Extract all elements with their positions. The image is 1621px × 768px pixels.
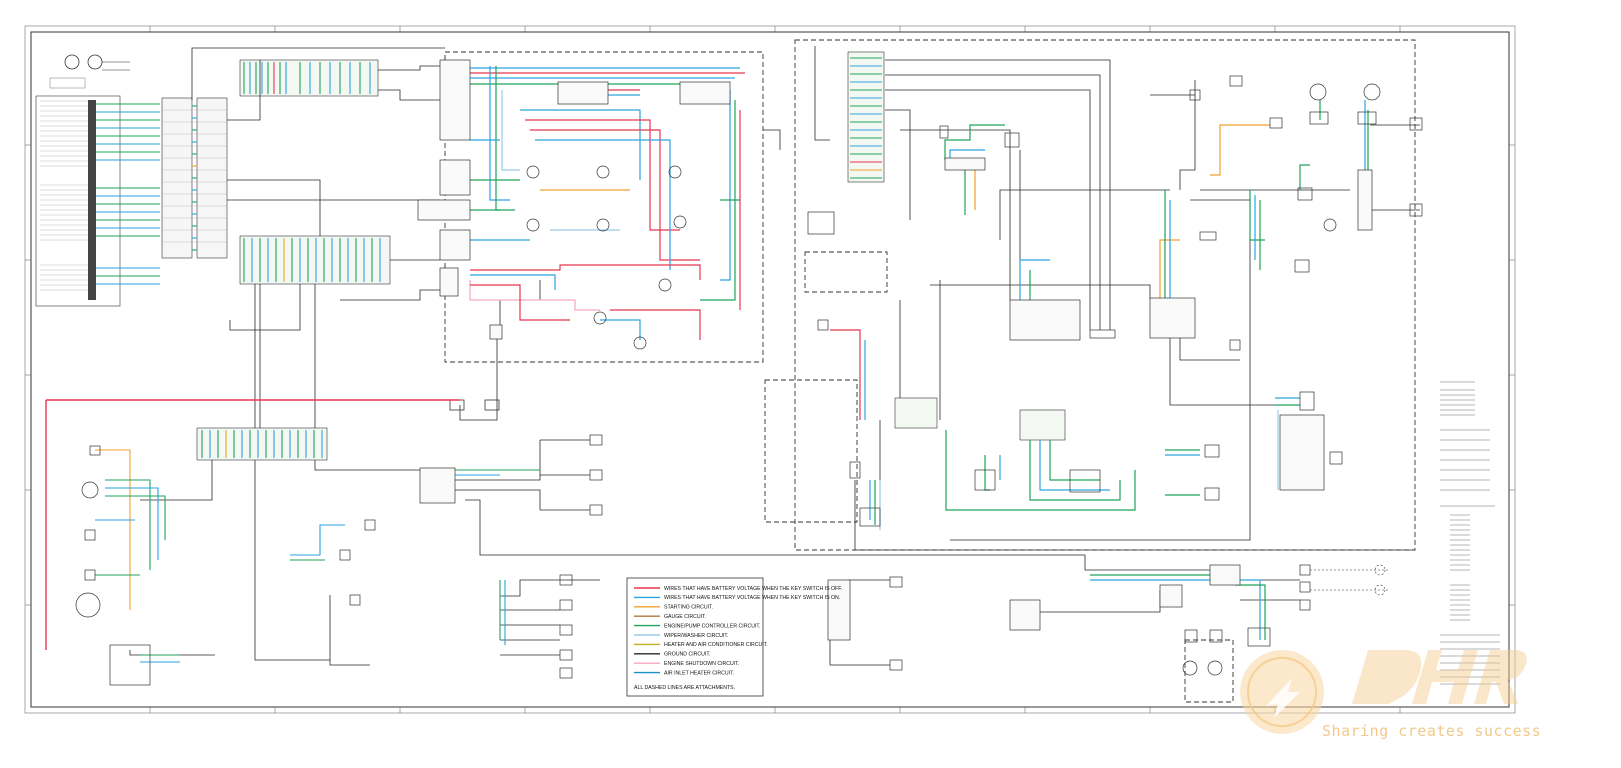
schematic-frame bbox=[24, 25, 1516, 714]
lower-left-components bbox=[75, 427, 603, 686]
legend-label: GROUND CIRCUIT. bbox=[664, 652, 710, 658]
legend-label: WIPER/WASHER CIRCUIT. bbox=[664, 633, 728, 639]
legend-label: GAUGE CIRCUIT. bbox=[664, 614, 706, 620]
left-component-list bbox=[35, 95, 160, 307]
watermark-logo-icon bbox=[1240, 650, 1324, 734]
legend-label: WIRES THAT HAVE BATTERY VOLTAGE WHEN THE… bbox=[664, 586, 842, 592]
relay-symbols bbox=[417, 59, 731, 350]
legend-label: HEATER AND AIR CONDITIONER CIRCUIT. bbox=[664, 642, 768, 648]
attachment-boxes bbox=[444, 39, 1416, 703]
upper-right-connectors bbox=[807, 51, 1423, 351]
legend-label: ENGINE/PUMP CONTROLLER CIRCUIT. bbox=[664, 623, 760, 629]
ground-wiring bbox=[129, 46, 1420, 666]
legend-label: STARTING CIRCUIT. bbox=[664, 605, 713, 611]
circuit-legend: WIRES THAT HAVE BATTERY VOLTAGE WHEN THE… bbox=[626, 577, 842, 697]
right-reference-tables bbox=[1440, 381, 1500, 685]
legend-label: ENGINE SHUTDOWN CIRCUIT. bbox=[664, 661, 739, 667]
legend-note: ALL DASHED LINES ARE ATTACHMENTS. bbox=[634, 685, 735, 691]
top-left-gauges bbox=[49, 54, 130, 89]
watermark-slogan: Sharing creates success bbox=[1322, 722, 1542, 740]
legend-label: WIRES THAT HAVE BATTERY VOLTAGE WHEN THE… bbox=[664, 595, 840, 601]
relay-panel-wiring bbox=[469, 66, 745, 340]
lower-right-connectors bbox=[827, 329, 1390, 676]
battery-symbol bbox=[45, 399, 500, 650]
main-connector-stacks bbox=[161, 59, 391, 285]
legend-label: AIR INLET HEATER CIRCUIT. bbox=[664, 670, 734, 676]
watermark-brand-mark bbox=[1352, 650, 1527, 704]
